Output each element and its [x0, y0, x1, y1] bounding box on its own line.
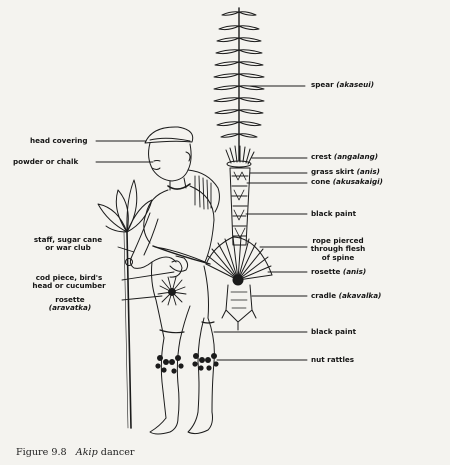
- dancer-figure: [125, 126, 220, 435]
- label-cradle-text: cradle: [311, 291, 337, 300]
- label-rope: rope pierced through flesh of spine: [308, 236, 368, 262]
- leader-lines: [95, 85, 308, 361]
- label-rope-line1: rope pierced: [312, 236, 364, 245]
- label-grass-skirt: grass skirt (anis): [311, 167, 380, 176]
- label-head-covering-text: head covering: [30, 136, 88, 145]
- label-spear-text: spear: [311, 80, 334, 89]
- label-spear-native: (akaseui): [336, 80, 375, 89]
- label-powder-or-chalk-text: powder or chalk: [13, 157, 79, 166]
- label-cradle: cradle (akavalka): [311, 291, 382, 300]
- label-rosette-aravatka: rosette (aravatka): [30, 295, 110, 313]
- label-staff-line2: or war club: [45, 243, 91, 253]
- nut-rattles-drawing: [155, 353, 219, 374]
- cone-drawing: [229, 167, 251, 246]
- label-cradle-native: (akavalka): [338, 291, 382, 300]
- label-grass-skirt-text: grass skirt: [311, 167, 355, 176]
- label-cone-native: (akusakaigi): [332, 177, 383, 186]
- label-cod-piece-line1: cod piece, bird's: [35, 273, 103, 282]
- label-cod-piece: cod piece, bird's head or cucumber: [20, 273, 118, 291]
- crest-drawing: [225, 145, 255, 168]
- label-crest-native: (angalang): [333, 152, 379, 161]
- label-nut-rattles: nut rattles: [311, 355, 355, 364]
- label-rosette-anis-text: rosette: [311, 267, 341, 276]
- caption-figure-number: Figure 9.8: [16, 447, 67, 458]
- label-black-paint-lower-text: black paint: [311, 327, 357, 336]
- label-grass-skirt-native: (anis): [356, 167, 380, 176]
- label-rosette-aravatka-line1: rosette: [55, 295, 85, 304]
- label-head-covering: head covering: [30, 136, 88, 145]
- label-rope-line3: of spine: [321, 252, 355, 262]
- label-black-paint-upper-text: black paint: [311, 209, 357, 218]
- rosette-fan-drawing: [205, 236, 273, 286]
- label-spear: spear (akaseui): [311, 80, 375, 89]
- label-cone: cone (akusakaigi): [311, 177, 383, 186]
- label-rosette-anis-native: (anis): [342, 267, 367, 276]
- label-nut-rattles-text: nut rattles: [311, 355, 355, 364]
- label-crest-text: crest: [311, 152, 332, 161]
- rosette-aravatka-drawing: [157, 276, 187, 306]
- label-cone-text: cone: [311, 177, 331, 186]
- figure-caption: Figure 9.8 Akip dancer: [16, 447, 134, 458]
- label-cod-piece-line2: head or cucumber: [32, 281, 106, 291]
- label-black-paint-upper: black paint: [311, 209, 357, 218]
- staff-drawing: [97, 179, 153, 429]
- label-rope-line2: through flesh: [310, 244, 366, 254]
- spear-drawing: [213, 7, 265, 161]
- label-staff-line1: staff, sugar cane: [33, 235, 103, 244]
- label-rosette-anis: rosette (anis): [311, 267, 367, 276]
- label-staff: staff, sugar cane or war club: [20, 235, 116, 253]
- caption-title: Akip: [75, 447, 98, 458]
- label-black-paint-lower: black paint: [311, 327, 357, 336]
- label-rosette-aravatka-native: (aravatka): [48, 303, 92, 313]
- cradle-drawing: [221, 284, 257, 331]
- label-powder-or-chalk: powder or chalk: [13, 157, 79, 166]
- caption-rest: dancer: [100, 447, 135, 458]
- label-crest: crest (angalang): [311, 152, 379, 161]
